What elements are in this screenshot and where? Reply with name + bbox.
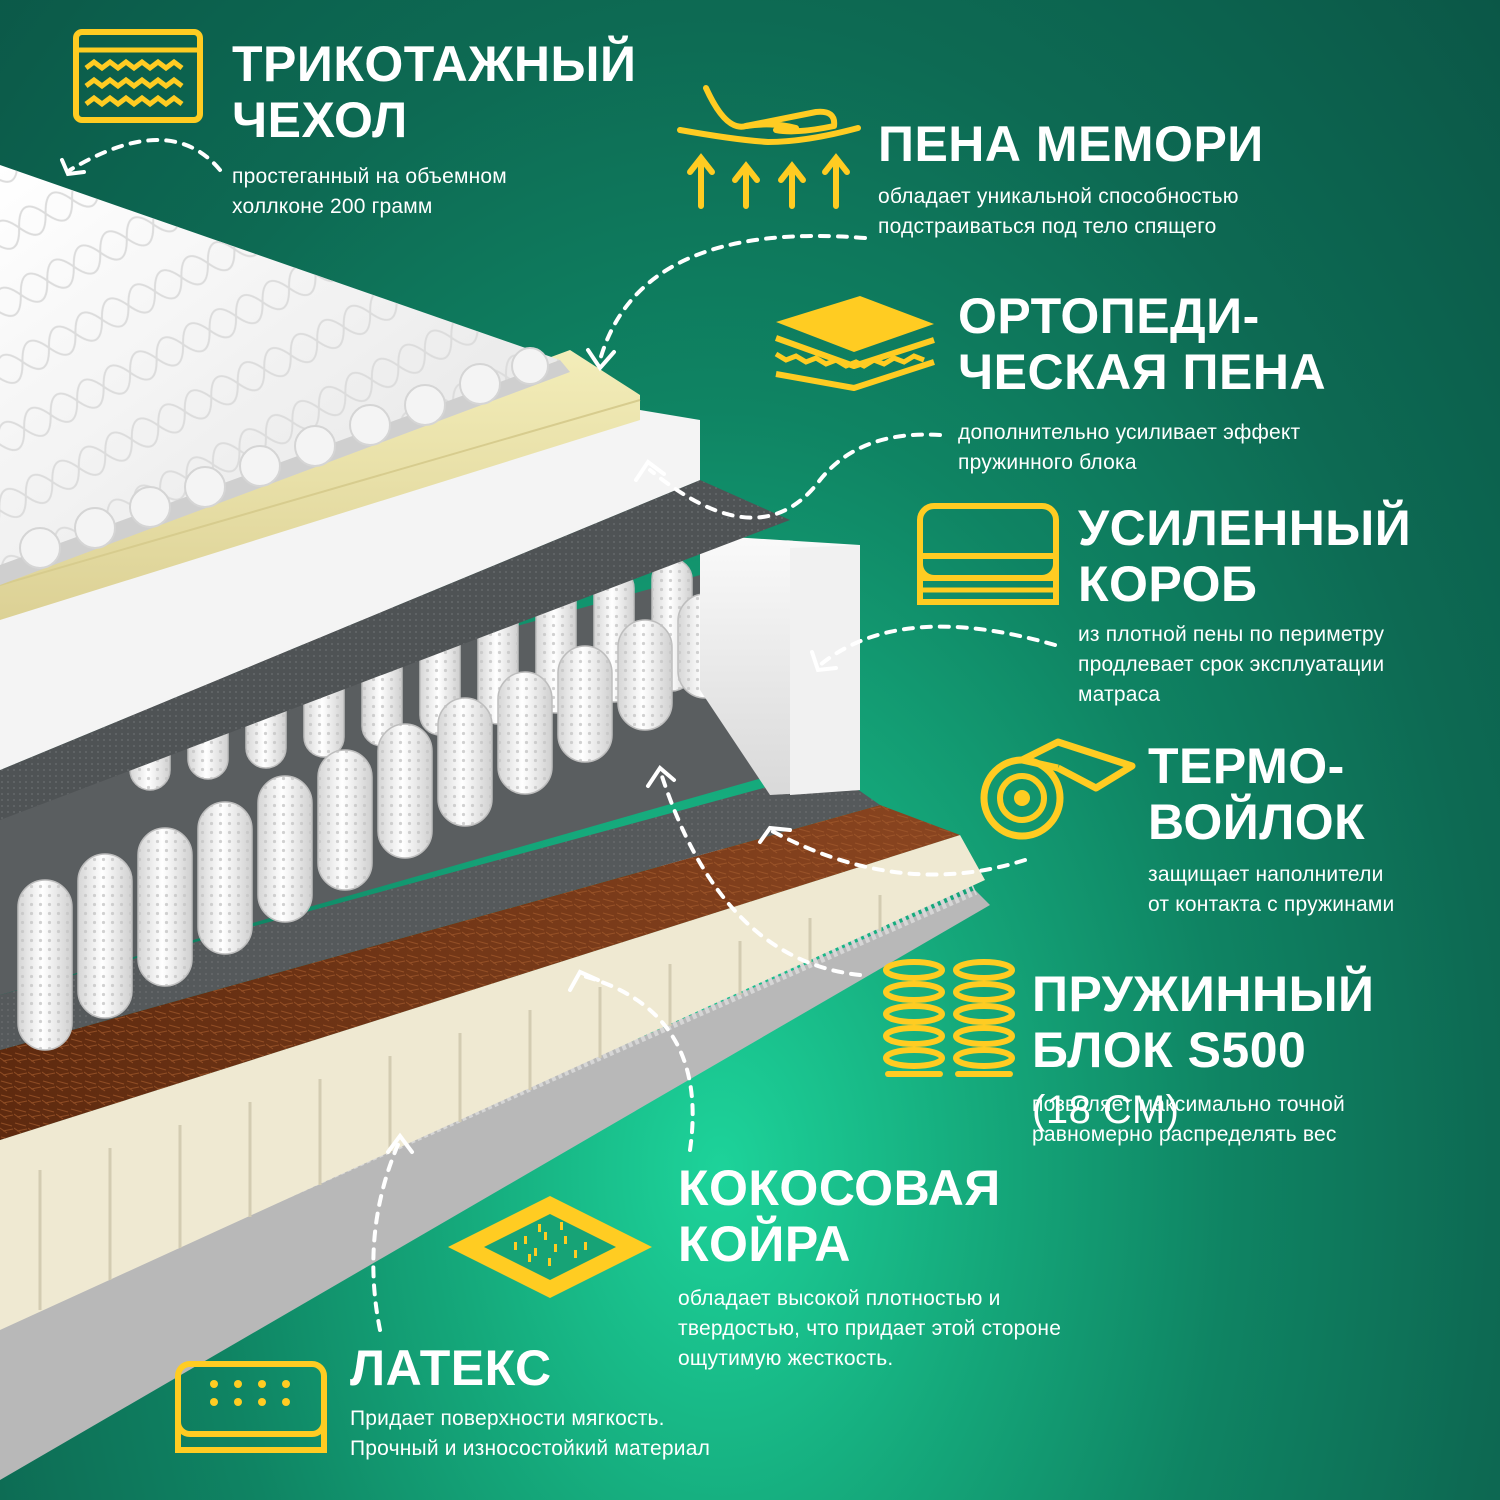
- arrow-heads: [60, 158, 838, 1154]
- hand-press-arrows-icon: [677, 85, 861, 209]
- layer-title: ЛАТЕКС: [350, 1340, 552, 1396]
- orthopedic-foam-layer: [0, 410, 700, 770]
- spring-pocket-mesh: [378, 724, 432, 858]
- arrow-memory-foam: [598, 233, 867, 362]
- layer-title: ТЕРМО-ВОЙЛОК: [1148, 738, 1366, 850]
- layer-title: ПЕНА МЕМОРИ: [878, 116, 1264, 172]
- latex-mat-icon: [175, 1361, 327, 1453]
- arrow-orthopedic-foam: [648, 432, 942, 520]
- coir-mat-icon: [448, 1196, 652, 1298]
- felt-roll-icon: [980, 738, 1136, 840]
- spring-pocket-mesh: [498, 672, 552, 794]
- layer-title: ПРУЖИННЫЙ БЛОК S500 (18 СМ): [1032, 966, 1375, 1132]
- spring-pocket-mesh: [138, 828, 192, 986]
- connector-arrows: [68, 138, 1057, 1332]
- spring-pocket-mesh: [438, 698, 492, 826]
- latex-layer-grooves: [38, 895, 882, 1310]
- spring-pocket-mesh: [198, 802, 252, 954]
- arrow-coir: [578, 973, 695, 1152]
- springs-icon: [883, 959, 1015, 1077]
- spring-pocket-mesh: [558, 646, 612, 762]
- mattress-wave-icon: [73, 29, 203, 123]
- box-frame-icon: [917, 503, 1059, 605]
- foam-sheets-icon: [774, 296, 935, 391]
- spring-pocket-mesh: [78, 854, 132, 1018]
- mattress-bottom-edge: [0, 890, 990, 1480]
- arrow-cover: [68, 138, 222, 172]
- arrow-latex: [371, 1138, 402, 1332]
- spring-pocket-mesh: [318, 750, 372, 890]
- spring-block-height: (18 СМ): [1032, 1088, 1180, 1132]
- spring-block-title: БЛОК S500: [1032, 1022, 1307, 1078]
- arrow-box: [818, 624, 1057, 667]
- arrow-springs: [658, 768, 862, 977]
- cover-scallops: [19, 347, 549, 569]
- layer-description: Придает поверхности мягкость.Прочный и и…: [350, 1407, 711, 1460]
- spring-pocket-mesh: [18, 880, 72, 1050]
- spring-pocket-mesh: [258, 776, 312, 922]
- arrow-felt: [768, 828, 1027, 877]
- layer-title: ОРТОПЕДИ-ЧЕСКАЯ ПЕНА: [958, 288, 1327, 400]
- memory-foam-layer: [0, 350, 640, 620]
- spring-pocket-mesh: [618, 620, 672, 730]
